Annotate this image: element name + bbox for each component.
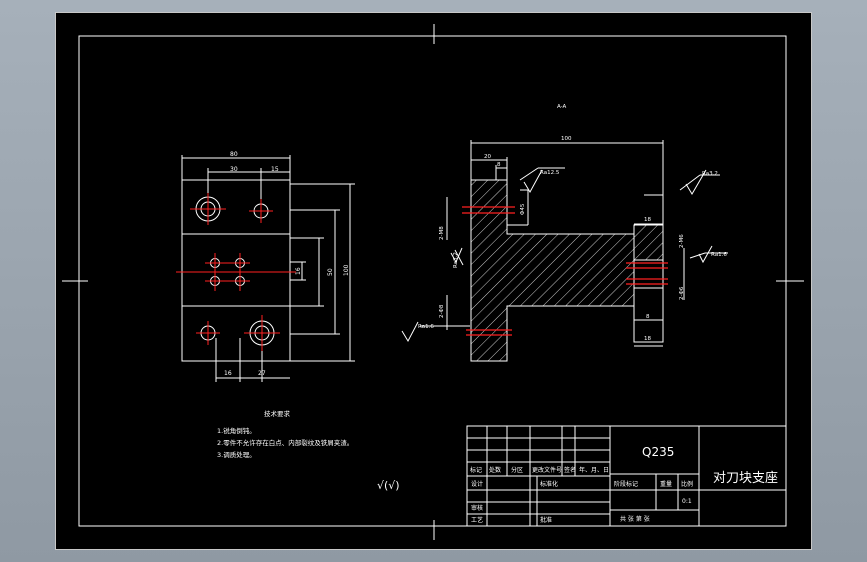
front-view-dim-text: 80 30 15 16 27 100 50 16 <box>224 151 350 377</box>
dim-18b: 18 <box>644 336 651 342</box>
section-view: A-A 100 20 8 Φ45 18 18 8 Ra12.5 Ra3.2 Ra… <box>401 104 728 362</box>
rough-1: Ra12.5 <box>540 170 560 176</box>
thread-1: 2-M8 <box>439 226 445 240</box>
label-weight: 重量 <box>660 480 672 488</box>
label-change-doc: 更改文件号 <box>532 466 562 474</box>
dim-dia: Φ45 <box>520 203 526 215</box>
label-standard: 标准化 <box>540 480 558 488</box>
tech-req-item-2: 2.零件不允许存在白点、内部裂纹及铁屑夹渣。 <box>217 438 353 447</box>
front-view-outline <box>181 179 291 362</box>
thread-4: 2-Φ6 <box>679 286 685 300</box>
roughness-symbol <box>523 169 543 194</box>
roughness-symbol <box>698 245 713 264</box>
label-signature: 签名 <box>564 466 576 474</box>
dim-15: 15 <box>271 166 279 173</box>
label-approve: 批准 <box>540 516 552 524</box>
front-view-center-lines <box>176 193 296 351</box>
label-count: 处数 <box>489 466 501 474</box>
front-view <box>181 155 355 382</box>
dim-30: 30 <box>230 166 238 173</box>
dim-8: 8 <box>497 162 501 168</box>
dim-width: 80 <box>230 151 238 158</box>
dim-8b: 8 <box>646 314 650 320</box>
dim-20: 20 <box>484 154 491 160</box>
dim-total: 100 <box>561 136 572 142</box>
label-scale: 比例 <box>681 480 693 488</box>
technical-requirements: 技术要求 1.锐角倒钝。 2.零件不允许存在白点、内部裂纹及铁屑夹渣。 3.调质… <box>217 409 353 459</box>
general-roughness: √(√) <box>377 479 400 492</box>
label-zone: 分区 <box>511 466 523 474</box>
dim-16: 16 <box>224 370 232 377</box>
title-block <box>466 425 787 527</box>
tech-req-item-1: 1.锐角倒钝。 <box>217 426 256 435</box>
dim-27: 27 <box>258 370 266 377</box>
tech-req-title: 技术要求 <box>264 409 291 418</box>
thread-3: 2-M6 <box>679 234 685 248</box>
label-sheets: 共 张 第 张 <box>620 515 650 523</box>
label-review: 审核 <box>471 504 483 512</box>
label-stage: 阶段标记 <box>614 480 638 488</box>
roughness-symbol <box>685 169 707 195</box>
roughness-symbol <box>450 247 463 264</box>
section-label: A-A <box>557 104 567 110</box>
drawing-border <box>78 35 787 527</box>
tech-req-item-3: 3.调质处理。 <box>217 450 256 459</box>
thread-2: 2-Φ8 <box>439 304 445 318</box>
dim-18a: 18 <box>644 217 651 223</box>
label-design: 设计 <box>471 480 483 488</box>
rough-2: Ra3.2 <box>702 171 718 177</box>
rough-4: Ra1.6 <box>418 324 434 330</box>
section-flange-hatch <box>633 224 664 261</box>
drawing-canvas[interactable] <box>55 12 812 550</box>
label-date: 年、月、日 <box>579 466 609 474</box>
dim-inner-b: 16 <box>295 267 302 275</box>
title-block-text: 标记 处数 分区 更改文件号 签名 年、月、日 设计 标准化 审核 工艺 批准 … <box>470 466 693 524</box>
dim-height: 100 <box>343 264 350 276</box>
part-name: 对刀块支座 <box>713 471 778 486</box>
material: Q235 <box>642 445 674 459</box>
roughness-symbol <box>401 321 419 343</box>
scale-value: 0:1 <box>682 498 692 505</box>
rough-5: Ra3.2 <box>453 252 459 268</box>
label-mark: 标记 <box>470 466 482 474</box>
section-flange-lower <box>633 287 664 343</box>
label-process: 工艺 <box>471 516 483 524</box>
dim-inner-a: 50 <box>327 268 334 276</box>
rough-3: Ra1.6 <box>711 252 727 258</box>
